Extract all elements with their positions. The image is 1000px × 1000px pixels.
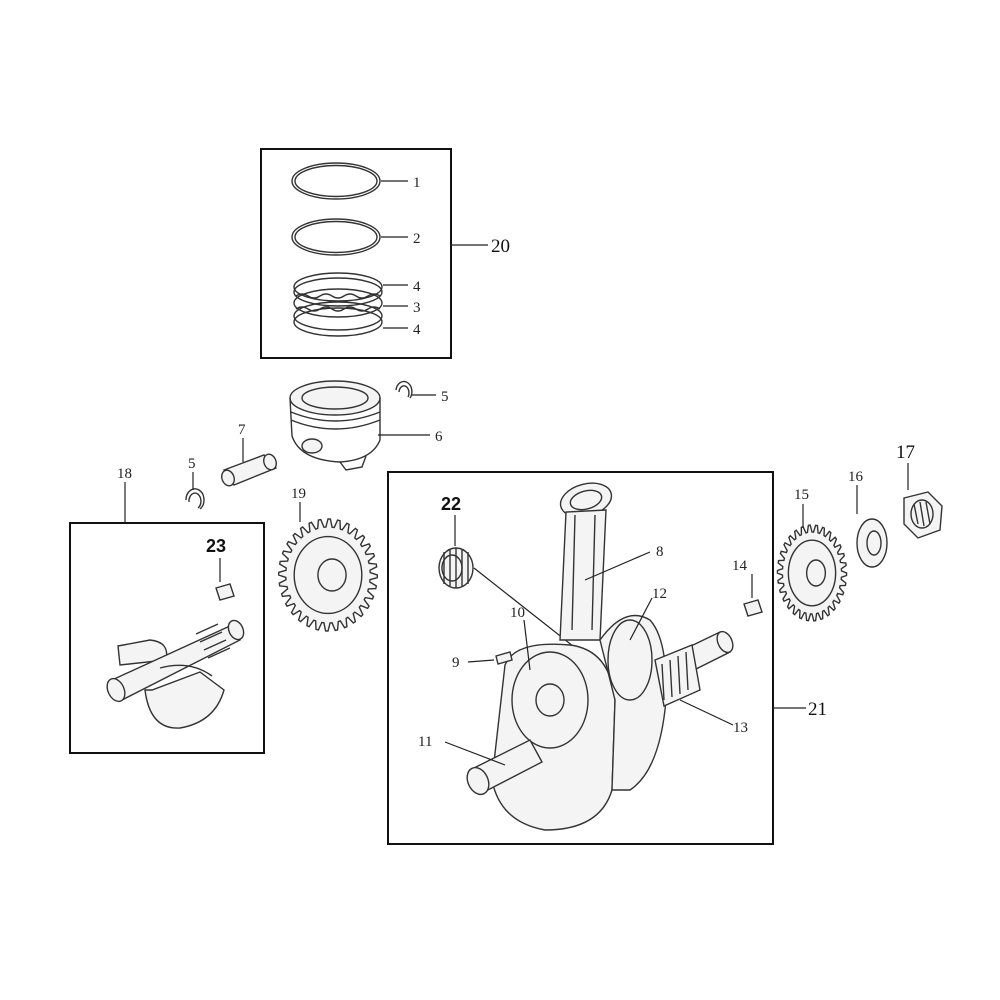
- callout-18: 18: [117, 466, 132, 482]
- callout-5-clip-left: 5: [188, 456, 196, 472]
- gear15-rim: [787, 539, 837, 607]
- callout-17: 17: [896, 442, 915, 463]
- callout-19: 19: [291, 486, 306, 502]
- callout-1: 1: [413, 175, 421, 191]
- callout-15: 15: [794, 487, 809, 503]
- callout-12: 12: [652, 586, 667, 602]
- callout-8: 8: [656, 544, 664, 560]
- gear15-hub: [805, 559, 827, 587]
- washer-part: [856, 518, 888, 568]
- callout-11: 11: [418, 734, 432, 750]
- callout-2: 2: [413, 231, 421, 247]
- piston-part: [289, 380, 381, 471]
- primary-drive-gear-part: [776, 524, 848, 622]
- callout-21: 21: [808, 699, 827, 720]
- piston-pin-clip-left-part: [185, 488, 205, 510]
- piston-ring-set-box: [260, 148, 452, 359]
- piston-pin-clip-part: [395, 380, 413, 399]
- callout-4-lower: 4: [413, 322, 421, 338]
- oil-ring-stack-part: [293, 272, 383, 337]
- callout-9: 9: [452, 655, 460, 671]
- second-ring-part: [291, 218, 381, 256]
- balancer-key-part: [215, 583, 235, 601]
- callout-13: 13: [733, 720, 748, 736]
- lock-nut-part: [903, 491, 943, 539]
- callout-16: 16: [848, 469, 864, 485]
- balancer-shaft-box: [69, 522, 265, 754]
- callout-6: 6: [435, 429, 443, 445]
- callout-7: 7: [238, 422, 246, 438]
- needle-bearing-part: [438, 547, 474, 589]
- gear19-hub: [317, 558, 347, 592]
- callout-14: 14: [732, 558, 748, 574]
- crank-gear-key-part: [743, 599, 763, 617]
- callout-23: 23: [206, 536, 226, 556]
- callout-5-clip-right: 5: [441, 389, 449, 405]
- crankshaft-part: [466, 482, 734, 831]
- top-ring-part: [291, 162, 381, 200]
- balancer-shaft-part: [106, 619, 245, 729]
- callout-4-upper: 4: [413, 279, 421, 295]
- callout-20: 20: [491, 236, 510, 257]
- callout-22: 22: [441, 494, 461, 514]
- callout-10: 10: [510, 605, 525, 621]
- gear19-rim: [293, 535, 363, 615]
- callout-3: 3: [413, 300, 421, 316]
- balancer-drive-gear-part: [277, 518, 379, 632]
- piston-pin-part: [221, 453, 278, 487]
- crankshaft-assembly-box: [387, 471, 774, 845]
